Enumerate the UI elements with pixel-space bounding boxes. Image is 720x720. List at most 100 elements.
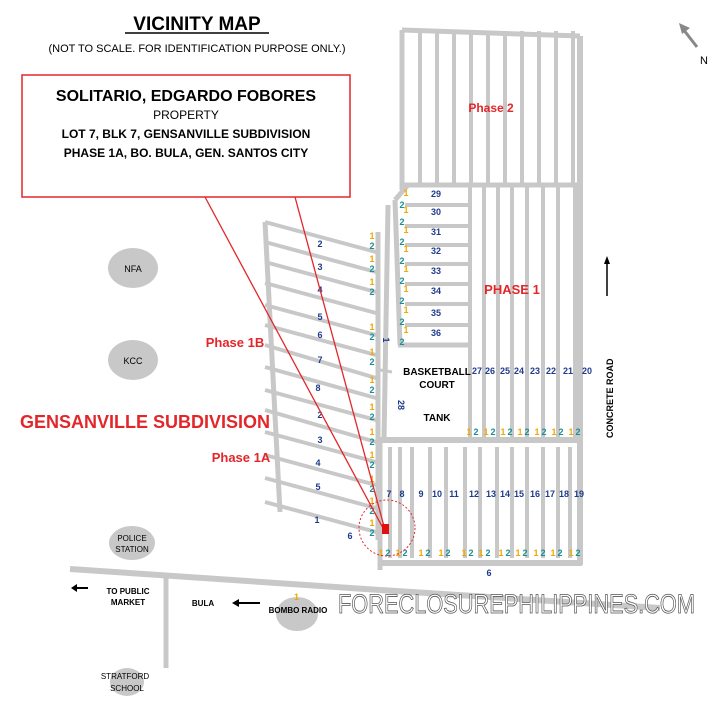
lot-marker: 2 bbox=[399, 237, 404, 247]
lot-number: 6 bbox=[486, 568, 491, 578]
road bbox=[392, 199, 403, 346]
phase1a-label: Phase 1A bbox=[212, 450, 271, 465]
lot-number: 29 bbox=[431, 189, 441, 199]
lot-number: 1 bbox=[381, 337, 391, 342]
lot-number: 25 bbox=[500, 366, 510, 376]
tank-label: TANK bbox=[423, 413, 451, 424]
lot-marker: 2 bbox=[369, 264, 374, 274]
lot-marker: 1 bbox=[403, 244, 408, 254]
road bbox=[379, 368, 393, 374]
block-edge bbox=[401, 27, 581, 39]
lot-number: 23 bbox=[530, 366, 540, 376]
lot-marker: 2 bbox=[369, 332, 374, 342]
lot-marker: 2 bbox=[369, 484, 374, 494]
lot-marker: 1 bbox=[500, 427, 505, 437]
lot-number: 17 bbox=[545, 489, 555, 499]
lot-line bbox=[264, 365, 377, 400]
stratford-label: STRATFORD bbox=[101, 672, 150, 681]
lot-line bbox=[264, 408, 377, 444]
lot-marker: 1 bbox=[483, 427, 488, 437]
lot-marker: 1 bbox=[369, 474, 374, 484]
lot-marker: 1 bbox=[438, 548, 443, 558]
lot-line bbox=[264, 303, 377, 337]
lot-number: 6 bbox=[317, 330, 322, 340]
landmark-nfa: NFA bbox=[108, 248, 158, 288]
lot-marker: 2 bbox=[402, 548, 407, 558]
lot-marker: 1 bbox=[369, 450, 374, 460]
lot-marker: 2 bbox=[540, 548, 545, 558]
lot-number: 3 bbox=[317, 262, 322, 272]
lot-marker: 2 bbox=[369, 437, 374, 447]
map-title: VICINITY MAP bbox=[133, 14, 261, 35]
lot-marker: 1 bbox=[515, 548, 520, 558]
lot-number: 7 bbox=[317, 355, 322, 365]
lot-number: 33 bbox=[431, 266, 441, 276]
road bbox=[381, 204, 391, 441]
lot-marker: 2 bbox=[468, 548, 473, 558]
lot-line bbox=[264, 281, 377, 315]
lot-number: 20 bbox=[582, 366, 592, 376]
lot-number: 35 bbox=[431, 308, 441, 318]
basketball-court-label: BASKETBALL bbox=[403, 367, 471, 378]
lot-line bbox=[264, 260, 377, 294]
lot-marker: 2 bbox=[369, 287, 374, 297]
lot-marker: 1 bbox=[369, 322, 374, 332]
lot-number: 11 bbox=[449, 489, 459, 499]
property-marker bbox=[382, 524, 389, 534]
lot-number: 1 bbox=[314, 515, 319, 525]
stratford-label-2: SCHOOL bbox=[110, 684, 144, 693]
lot-number: 31 bbox=[431, 227, 441, 237]
lot-number: 36 bbox=[431, 328, 441, 338]
lot-number: 6 bbox=[347, 531, 352, 541]
main-road bbox=[69, 566, 381, 593]
lot-marker: 2 bbox=[369, 385, 374, 395]
lot-number: 19 bbox=[574, 489, 584, 499]
lot-marker: 1 bbox=[369, 231, 374, 241]
lot-number: 9 bbox=[418, 489, 423, 499]
lot-number: 7 bbox=[386, 489, 391, 499]
subdivision-label: GENSANVILLE SUBDIVISION bbox=[20, 412, 270, 432]
arrow-left-icon bbox=[232, 599, 260, 607]
police-label-2: STATION bbox=[115, 545, 149, 554]
lot-marker: 2 bbox=[369, 412, 374, 422]
lot-marker: 1 bbox=[568, 427, 573, 437]
lot-marker: 1 bbox=[395, 548, 400, 558]
lot-number: 28 bbox=[396, 400, 406, 410]
lot-marker: 1 bbox=[294, 592, 299, 602]
north-arrow-icon bbox=[679, 23, 699, 48]
lot-marker: 1 bbox=[551, 427, 556, 437]
landmark-police-station: POLICE STATION bbox=[109, 526, 155, 560]
lot-number: 34 bbox=[431, 286, 441, 296]
lot-line bbox=[264, 476, 377, 510]
landmark-kcc: KCC bbox=[108, 340, 158, 380]
lot-marker: 2 bbox=[399, 276, 404, 286]
lot-marker: 1 bbox=[369, 254, 374, 264]
lot-marker: 1 bbox=[550, 548, 555, 558]
lot-number: 10 bbox=[432, 489, 442, 499]
kcc-label: KCC bbox=[123, 356, 143, 366]
lot-number: 15 bbox=[514, 489, 524, 499]
lot-line bbox=[264, 323, 377, 357]
landmark-stratford-school: STRATFORD SCHOOL bbox=[101, 668, 150, 696]
lot-line bbox=[264, 430, 377, 464]
lot-marker: 1 bbox=[369, 375, 374, 385]
lot-marker: 2 bbox=[425, 548, 430, 558]
to-public-market-label-2: MARKET bbox=[111, 598, 145, 607]
lot-marker: 1 bbox=[517, 427, 522, 437]
lot-marker: 2 bbox=[399, 337, 404, 347]
lot-number: 24 bbox=[514, 366, 524, 376]
lot-number: 30 bbox=[431, 207, 441, 217]
arrow-up-icon bbox=[604, 256, 610, 296]
lot-marker: 2 bbox=[369, 357, 374, 367]
lot-marker: 2 bbox=[369, 241, 374, 251]
lot-marker: 2 bbox=[399, 317, 404, 327]
bombo-radio-label: BOMBO RADIO bbox=[269, 606, 328, 615]
bula-label: BULA bbox=[192, 599, 214, 608]
lot-line bbox=[264, 220, 377, 254]
lot-marker: 2 bbox=[399, 217, 404, 227]
lot-number: 8 bbox=[399, 489, 404, 499]
lot-number: 8 bbox=[315, 383, 320, 393]
lot-number: 2 bbox=[317, 239, 322, 249]
to-public-market-label: TO PUBLIC bbox=[107, 587, 150, 596]
